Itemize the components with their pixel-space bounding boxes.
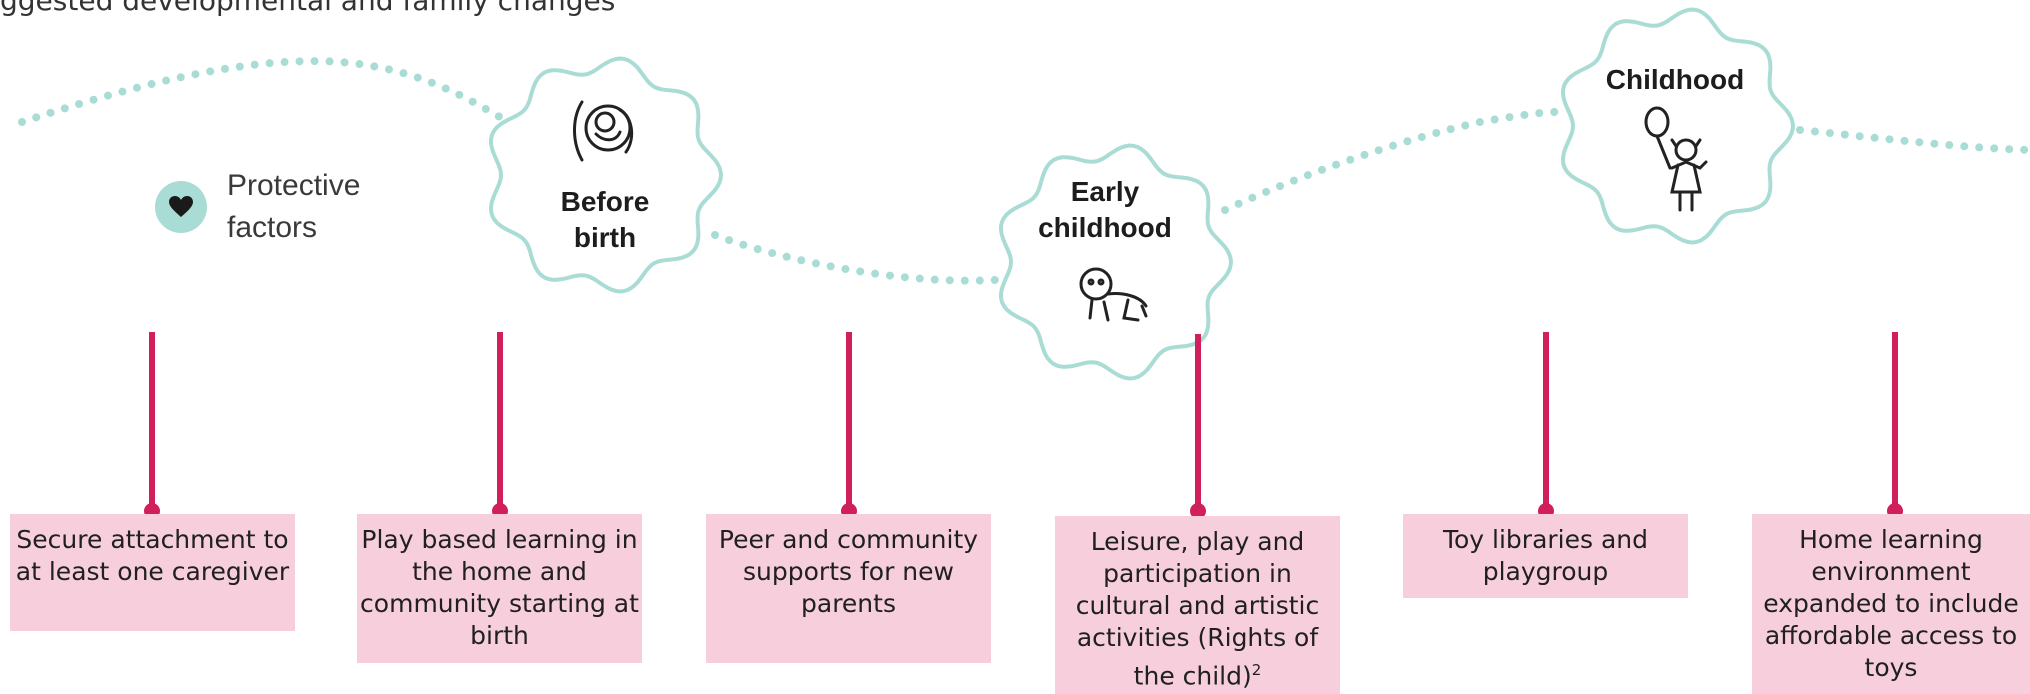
factor-box-home-learning: Home learning environment expanded to in… <box>1752 514 2030 694</box>
developmental-path <box>18 57 2030 285</box>
factor-text: Play based learning in the home and comm… <box>360 525 639 650</box>
factor-text: Home learning environment expanded to in… <box>1763 525 2019 682</box>
stage-label-before-birth: Before birth <box>560 186 650 253</box>
factor-text: Leisure, play and participation in cultu… <box>1075 527 1320 691</box>
factor-text: Secure attachment to at least one caregi… <box>15 525 290 586</box>
factor-text: Peer and community supports for new pare… <box>718 525 979 618</box>
factor-text: Toy libraries and playgroup <box>1442 525 1649 586</box>
connectors <box>144 332 1903 519</box>
early-childhood-cloud <box>998 143 1234 381</box>
legend-dot <box>155 181 207 233</box>
footnote-marker: 2 <box>1251 661 1262 679</box>
factor-box-secure-attachment: Secure attachment to at least one caregi… <box>10 514 295 631</box>
before-birth-cloud <box>488 56 724 294</box>
factor-box-toy-libraries: Toy libraries and playgroup <box>1403 514 1688 598</box>
pregnancy-icon <box>573 100 634 162</box>
factor-box-peer-community: Peer and community supports for new pare… <box>706 514 991 663</box>
factor-box-play-based-learning: Play based learning in the home and comm… <box>357 514 642 663</box>
crawling-baby-icon <box>1079 267 1148 322</box>
legend: Protective factors <box>155 165 360 249</box>
stage-label-childhood: Childhood <box>1605 64 1745 95</box>
heart-icon <box>169 196 193 217</box>
child-with-balloon-icon <box>1644 106 1708 212</box>
top-partial-text: ggested developmental and family changes <box>0 0 616 17</box>
connector-dot-4 <box>1190 503 1206 519</box>
factor-box-leisure-play: Leisure, play and participation in cultu… <box>1055 516 1340 694</box>
stage-label-early-childhood: Early childhood <box>1038 176 1172 243</box>
childhood-cloud <box>1560 7 1796 245</box>
legend-label: Protective factors <box>227 169 361 244</box>
